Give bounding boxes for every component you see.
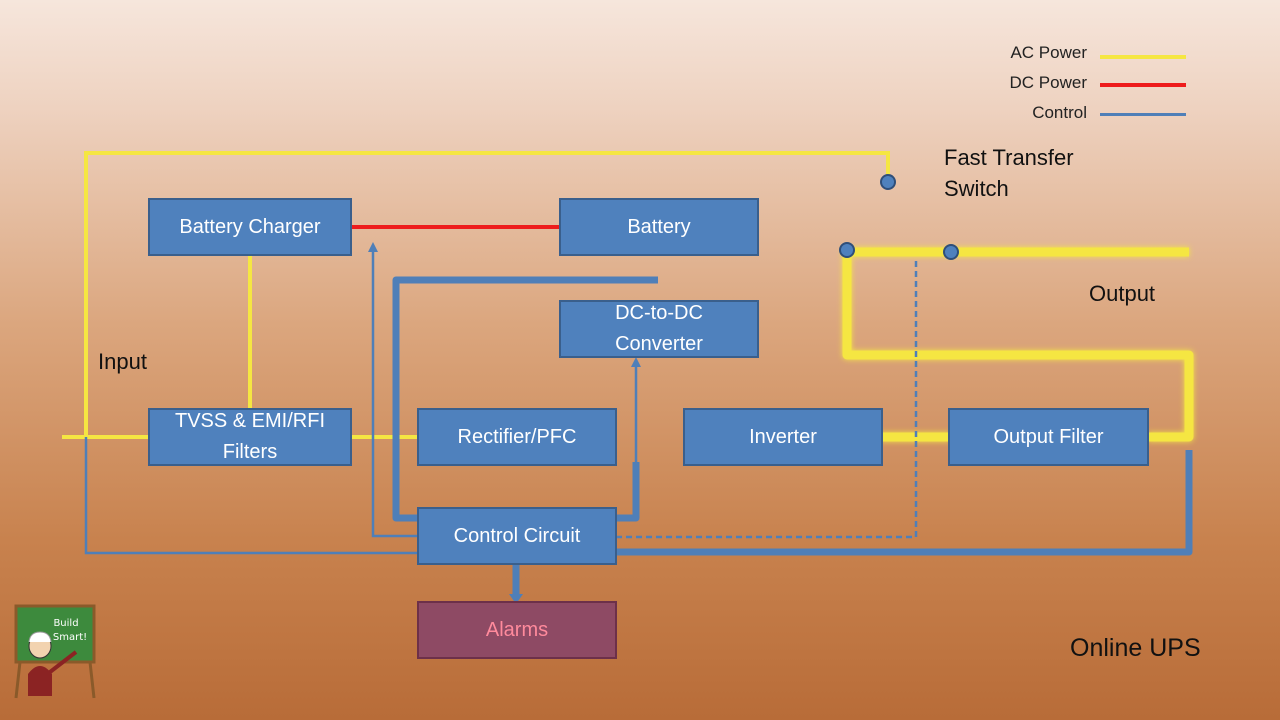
legend-line-dc-power bbox=[1100, 83, 1186, 87]
tvss-filters-block: TVSS & EMI/RFI Filters bbox=[148, 408, 352, 466]
svg-text:Smart!: Smart! bbox=[53, 632, 87, 643]
legend-line-ac-power bbox=[1100, 55, 1186, 59]
charger-control-line bbox=[371, 245, 418, 538]
control-to-inverter-line bbox=[616, 462, 640, 522]
battery-block: Battery bbox=[559, 198, 759, 256]
output-filter-block: Output Filter bbox=[948, 408, 1149, 466]
control-circuit-block: Control Circuit bbox=[417, 507, 617, 565]
output-filter-loop-line bbox=[842, 247, 1194, 442]
switch-control-line bbox=[616, 258, 918, 539]
legend-label-dc-power: DC Power bbox=[1009, 73, 1087, 92]
diagram-title: Online UPS bbox=[1070, 634, 1201, 662]
bypass-line bbox=[84, 151, 890, 437]
control-lines-thick bbox=[392, 276, 1193, 597]
build-smart-logo: Build Smart! bbox=[14, 604, 96, 699]
legend-line-control bbox=[1100, 113, 1186, 116]
alarms-block: Alarms bbox=[417, 601, 617, 659]
legend-label-ac-power: AC Power bbox=[1010, 43, 1087, 62]
charger-control-arrow bbox=[368, 242, 378, 252]
output-label: Output bbox=[1089, 281, 1156, 306]
dc-converter-block: DC-to-DC Converter bbox=[559, 300, 759, 358]
bypass-switch-contact bbox=[880, 174, 896, 190]
control-to-dc-converter-line bbox=[392, 276, 658, 522]
input-label: Input bbox=[98, 349, 147, 374]
legend-label-control: Control bbox=[1032, 103, 1087, 122]
output-switch-contact-right bbox=[943, 244, 959, 260]
alarms-arrow bbox=[509, 594, 523, 604]
fast-transfer-switch-label: Fast Transfer Switch bbox=[944, 145, 1074, 201]
output-switch-contact-left bbox=[839, 242, 855, 258]
converter-control-arrow bbox=[631, 357, 641, 367]
output-feedback-line bbox=[616, 450, 1193, 556]
battery-charger-block: Battery Charger bbox=[148, 198, 352, 256]
logo-board-text: Build bbox=[53, 618, 78, 629]
ac-power-lines bbox=[62, 151, 890, 439]
input-sense-line bbox=[84, 437, 418, 555]
rectifier-block: Rectifier/PFC bbox=[417, 408, 617, 466]
switch-contacts bbox=[839, 174, 959, 260]
inverter-block: Inverter bbox=[683, 408, 883, 466]
